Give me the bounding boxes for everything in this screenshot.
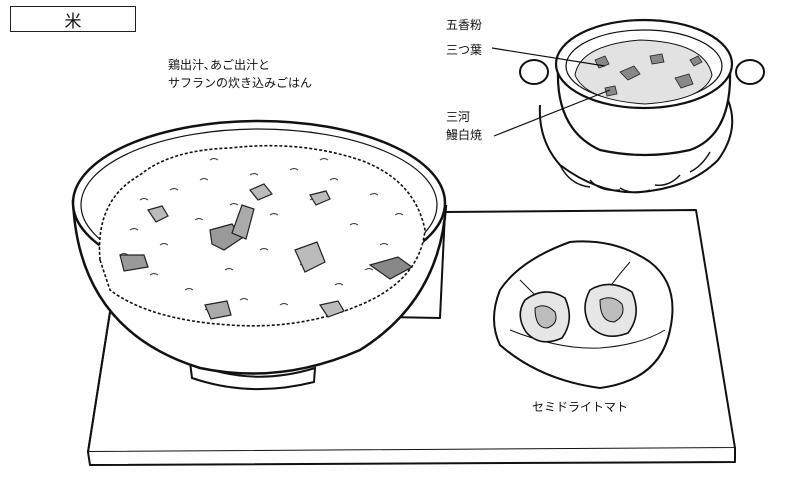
tomato-icon: [519, 291, 571, 343]
category-title: 米: [64, 11, 82, 32]
mitsuba-label: 三つ葉: [446, 43, 483, 57]
eel-label-line2: 鰻白焼: [446, 128, 483, 142]
tomato-label: セミドライトマト: [532, 400, 629, 414]
rice-bowl-icon: [71, 119, 448, 391]
eel-label-line1: 三河: [446, 110, 471, 124]
dish-name-label: 鶏出汁､あご出汁と サフランの炊き込みごはん: [168, 56, 312, 92]
spice-label: 五香粉: [446, 18, 483, 32]
dish-name-line2: サフランの炊き込みごはん: [168, 76, 313, 90]
leaf-plate-icon: [493, 240, 674, 390]
tomato-icon: [584, 283, 637, 338]
clay-pot-icon: [491, 18, 765, 194]
eel-label: 三河 鰻白焼: [446, 108, 482, 144]
dish-name-line1: 鶏出汁､あご出汁と: [168, 58, 271, 72]
category-title-box: 米: [10, 6, 136, 32]
